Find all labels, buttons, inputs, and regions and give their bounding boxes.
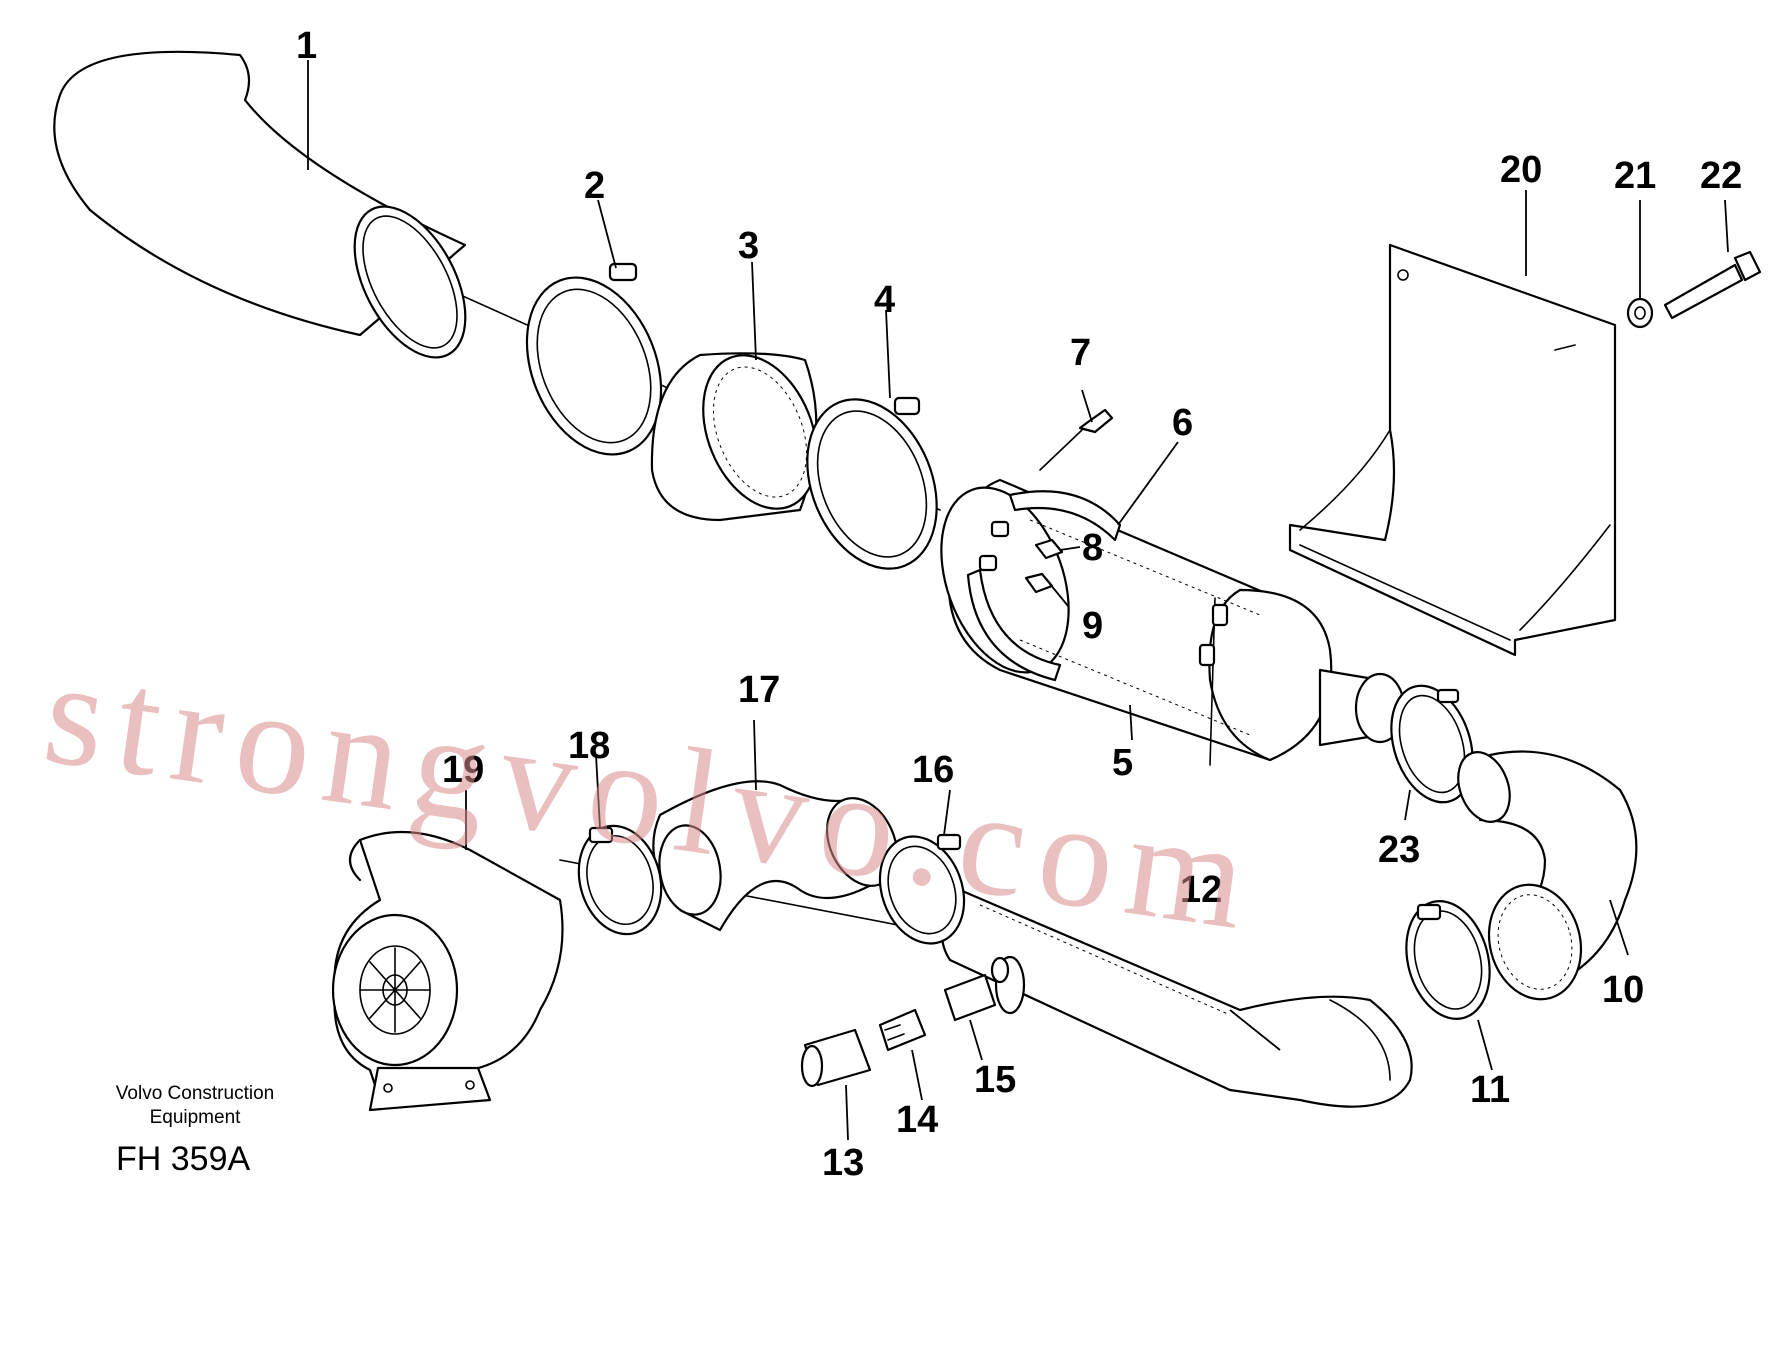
part-4-hose-clamp <box>806 396 938 570</box>
callout-15: 15 <box>974 1059 1016 1101</box>
callout-8: 8 <box>1082 527 1103 569</box>
callout-11: 11 <box>1470 1069 1510 1111</box>
part-10-elbow-hose <box>1457 750 1638 1001</box>
part-21-washer <box>1626 297 1654 329</box>
part-20-bracket <box>1288 243 1617 657</box>
callout-6: 6 <box>1172 402 1193 444</box>
part-17-hose <box>652 780 899 932</box>
callout-21: 21 <box>1614 155 1656 197</box>
leader-lines <box>307 60 1729 1141</box>
part-18-hose-clamp <box>577 824 663 936</box>
part-15-adapter <box>943 956 1010 1022</box>
part-19-turbocharger <box>331 830 564 1112</box>
callout-20: 20 <box>1500 149 1542 191</box>
callout-22: 22 <box>1700 155 1742 197</box>
drawing-code: FH 359A <box>116 1140 251 1178</box>
part-22-screw <box>1663 250 1762 320</box>
callout-14: 14 <box>896 1099 938 1141</box>
part-6-mounting-band <box>966 490 1122 682</box>
part-7-bolt <box>1039 408 1114 471</box>
part-16-hose-clamp <box>878 833 966 945</box>
callout-12: 12 <box>1180 869 1222 911</box>
band-lug-upper <box>990 520 1010 538</box>
part-3-sleeve <box>650 352 818 522</box>
callout-13: 13 <box>822 1142 864 1184</box>
part-1-intake-pipe <box>53 50 467 359</box>
callout-7: 7 <box>1070 332 1091 374</box>
part-11-hose-clamp <box>1405 900 1491 1020</box>
callout-10: 10 <box>1602 969 1644 1011</box>
part-14-sensor <box>878 1008 927 1052</box>
callout-16: 16 <box>912 749 954 791</box>
part-13-sensor-cap <box>800 1028 872 1088</box>
part-2-hose-clamp <box>525 262 663 456</box>
callout-19: 19 <box>442 749 484 791</box>
callout-4: 4 <box>874 279 895 321</box>
callout-23: 23 <box>1378 829 1420 871</box>
callout-9: 9 <box>1082 605 1103 647</box>
part-8-nut <box>1034 538 1064 560</box>
callout-18: 18 <box>568 725 610 767</box>
callout-17: 17 <box>738 669 780 711</box>
callout-1: 1 <box>296 25 317 67</box>
callout-5: 5 <box>1112 742 1133 784</box>
part-23-hose-clamp <box>1390 684 1474 804</box>
band-lug-lower <box>978 554 998 572</box>
callout-labels: 1 2 3 4 5 6 7 8 9 10 11 12 13 14 15 16 1… <box>296 25 1742 1184</box>
company-name: Volvo Construction Equipment <box>115 1083 275 1128</box>
part-12-pipe <box>940 888 1413 1108</box>
callout-2: 2 <box>584 165 605 207</box>
callout-3: 3 <box>738 225 759 267</box>
